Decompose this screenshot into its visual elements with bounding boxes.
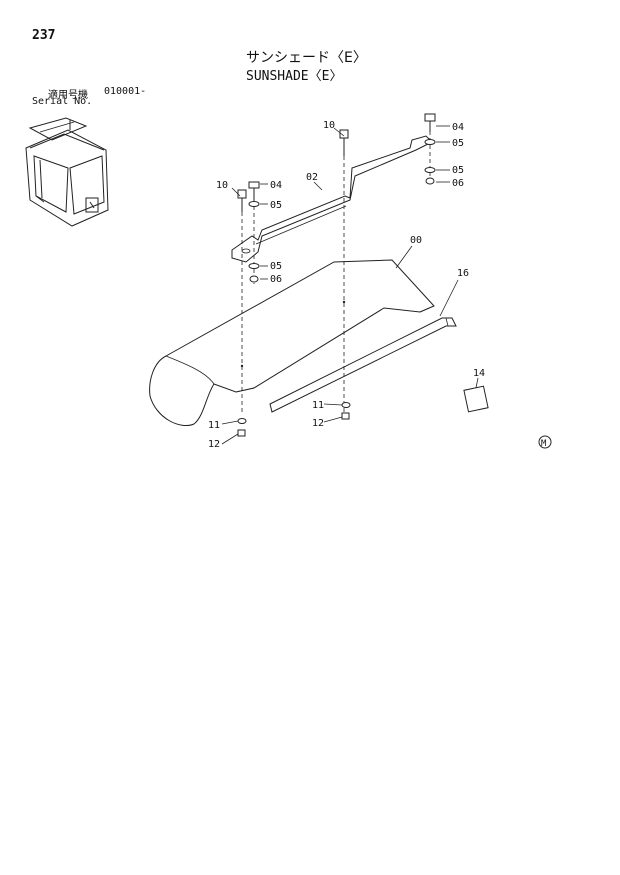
callout-11: 11	[208, 420, 220, 431]
title-japanese: サンシェード〈E〉	[246, 50, 367, 66]
title-english: SUNSHADE〈E〉	[246, 69, 343, 84]
hardware	[237, 113, 436, 437]
m-mark-circle	[538, 435, 552, 449]
callout-06: 06	[452, 178, 464, 189]
callout-00: 00	[410, 235, 422, 246]
callout-11: 11	[312, 400, 324, 411]
callout-06: 06	[270, 274, 282, 285]
serial-value: 010001-	[104, 86, 147, 97]
callout-16: 16	[457, 268, 469, 279]
callout-05: 05	[452, 165, 464, 176]
bracket-02	[231, 135, 433, 263]
callout-05: 05	[270, 261, 282, 272]
callout-12: 12	[312, 418, 324, 429]
serial-label-japanese: 適用号機	[48, 90, 88, 101]
sunshade-panel-00	[149, 259, 435, 426]
callout-05: 05	[452, 138, 464, 149]
page-number: 237	[32, 28, 56, 43]
callout-12: 12	[208, 439, 220, 450]
callout-02: 02	[306, 172, 318, 183]
callout-04: 04	[270, 180, 282, 191]
serial-label-english: Serial No.	[32, 96, 93, 107]
callout-14: 14	[473, 368, 485, 379]
label-14	[463, 385, 489, 413]
callout-10: 10	[323, 120, 335, 131]
cab-thumbnail	[25, 117, 109, 227]
m-mark-letter: M	[541, 439, 547, 449]
callout-05: 05	[270, 200, 282, 211]
trim-strip-16	[269, 317, 457, 413]
leader-lines	[221, 125, 479, 445]
callout-10: 10	[216, 180, 228, 191]
callout-04: 04	[452, 122, 464, 133]
